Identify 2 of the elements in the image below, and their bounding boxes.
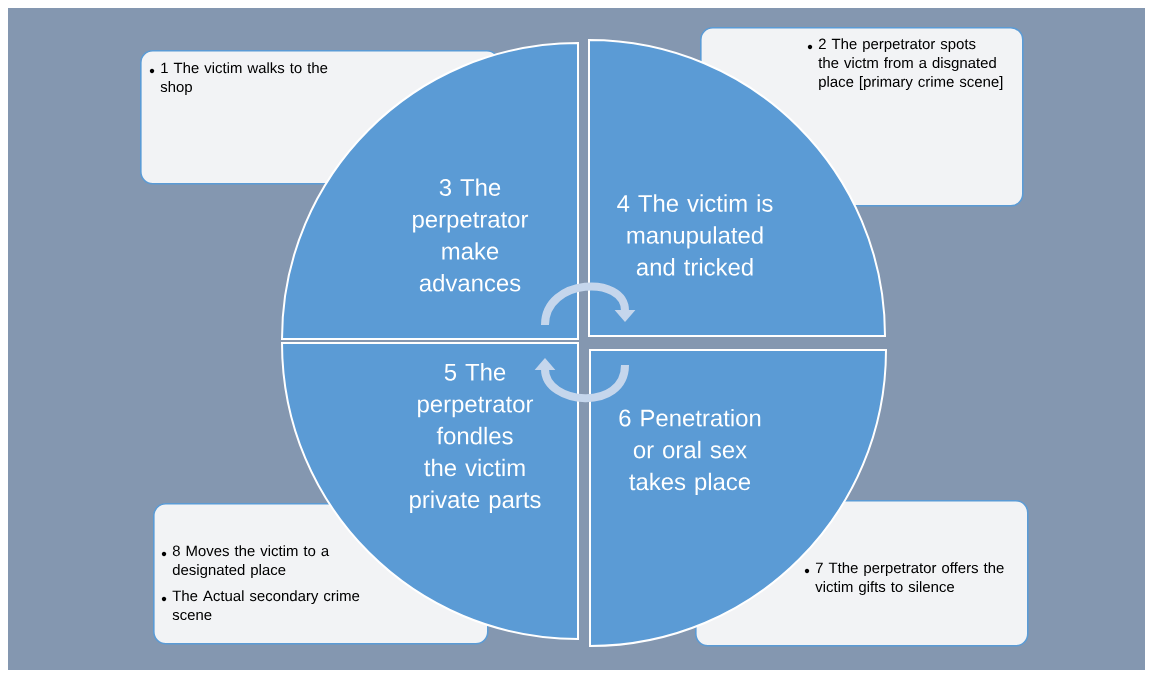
curved-arrow (534, 358, 629, 403)
curved-arrow (541, 282, 636, 326)
